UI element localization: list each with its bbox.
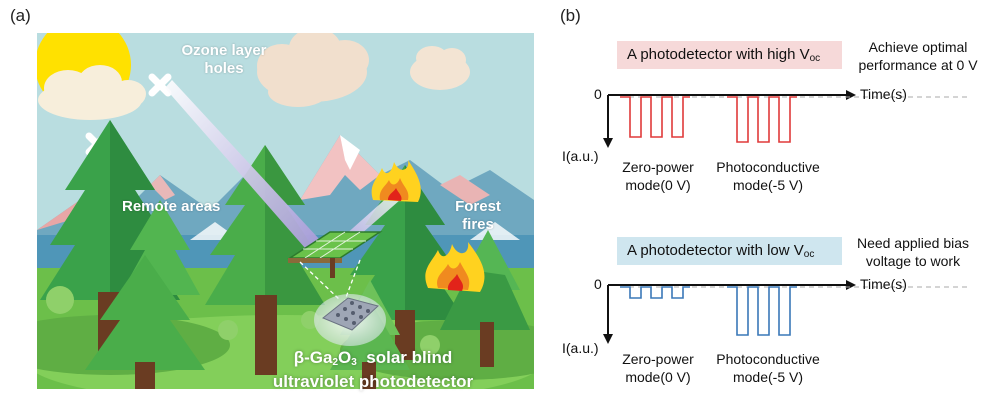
forest-fires-line1: Forest bbox=[455, 198, 501, 215]
bottom-note-line2: voltage to work bbox=[865, 253, 961, 269]
low-voc-box: A photodetector with low Voc bbox=[617, 237, 842, 265]
top-graph bbox=[603, 90, 968, 148]
high-voc-sub: oc bbox=[809, 53, 821, 64]
top-zero-label: 0 bbox=[594, 86, 602, 102]
top-mode1-line1: Zero-power bbox=[622, 159, 694, 175]
ozone-label-line2: holes bbox=[204, 60, 244, 77]
detector-suffix: solar blind bbox=[356, 348, 453, 367]
signal-rays bbox=[299, 259, 361, 301]
arrow-down-icon bbox=[603, 334, 613, 344]
solar-panel-icon bbox=[287, 231, 383, 278]
fire-icon bbox=[371, 160, 421, 202]
bottom-note-line1: Need applied bias bbox=[856, 235, 970, 251]
top-mode2-line1: Photoconductive bbox=[716, 159, 820, 175]
red-trace-zero-power bbox=[620, 96, 690, 138]
forest-scene bbox=[37, 33, 534, 389]
cloud-icon bbox=[257, 33, 369, 107]
cloud-icon bbox=[410, 46, 470, 90]
arrow-right-icon bbox=[846, 280, 856, 290]
uv-beam bbox=[165, 80, 320, 248]
top-current-label: I(a.u.) bbox=[562, 148, 599, 164]
top-note: Achieve optimal performance at 0 V bbox=[848, 38, 988, 74]
detector-title: β-Ga2O3 solar blind ultraviolet photodet… bbox=[268, 348, 478, 391]
detector-title-line1: β-Ga2O3 solar blind bbox=[268, 348, 478, 372]
detector-mid: O bbox=[338, 348, 352, 367]
panel-b-label: (b) bbox=[560, 6, 581, 25]
red-trace-photoconductive bbox=[727, 96, 797, 143]
top-time-label: Time(s) bbox=[860, 86, 907, 102]
blue-trace-photoconductive bbox=[727, 286, 797, 336]
detector-prefix: β-Ga bbox=[293, 348, 333, 367]
detector-title-line2: ultraviolet photodetector bbox=[272, 372, 474, 391]
detector-sub2: 3 bbox=[351, 357, 357, 368]
top-mode-photoconductive: Photoconductive mode(-5 V) bbox=[708, 158, 828, 194]
top-mode1-line2: mode(0 V) bbox=[625, 177, 691, 193]
top-note-line1: Achieve optimal bbox=[868, 39, 968, 55]
top-mode2-line2: mode(-5 V) bbox=[732, 177, 804, 193]
bottom-time-label: Time(s) bbox=[860, 276, 907, 292]
cloud-icon bbox=[38, 65, 146, 120]
bottom-mode-zero-power: Zero-power mode(0 V) bbox=[612, 350, 704, 386]
blue-trace-zero-power bbox=[620, 286, 690, 299]
arrow-right-icon bbox=[846, 90, 856, 100]
top-mode-zero-power: Zero-power mode(0 V) bbox=[612, 158, 704, 194]
bottom-mode-photoconductive: Photoconductive mode(-5 V) bbox=[708, 350, 828, 386]
bottom-mode1-line2: mode(0 V) bbox=[625, 369, 691, 385]
high-voc-box: A photodetector with high Voc bbox=[617, 41, 842, 69]
top-note-line2: performance at 0 V bbox=[858, 57, 978, 73]
bottom-graph bbox=[603, 280, 968, 344]
fire-icon bbox=[425, 242, 485, 292]
ozone-hole-icon bbox=[148, 73, 172, 97]
bottom-mode2-line1: Photoconductive bbox=[716, 351, 820, 367]
forest-fires-line2: fires bbox=[462, 216, 494, 233]
forest-fires-label: Forest fires bbox=[448, 198, 508, 234]
bottom-mode1-line1: Zero-power bbox=[622, 351, 694, 367]
low-voc-text: A photodetector with low V bbox=[627, 242, 804, 259]
detector-sub1: 2 bbox=[332, 357, 339, 368]
bottom-mode2-line2: mode(-5 V) bbox=[732, 369, 804, 385]
high-voc-text: A photodetector with high V bbox=[627, 46, 810, 63]
low-voc-sub: oc bbox=[803, 249, 815, 260]
ozone-label: Ozone layer holes bbox=[158, 42, 290, 78]
remote-areas-label: Remote areas bbox=[122, 198, 221, 215]
ozone-label-line1: Ozone layer bbox=[181, 42, 267, 59]
panel-a-label: (a) bbox=[10, 6, 31, 25]
photodetector-chip-icon bbox=[314, 294, 386, 346]
bottom-zero-label: 0 bbox=[594, 276, 602, 292]
bottom-note: Need applied bias voltage to work bbox=[838, 234, 988, 270]
arrow-down-icon bbox=[603, 138, 613, 148]
bottom-current-label: I(a.u.) bbox=[562, 340, 599, 356]
